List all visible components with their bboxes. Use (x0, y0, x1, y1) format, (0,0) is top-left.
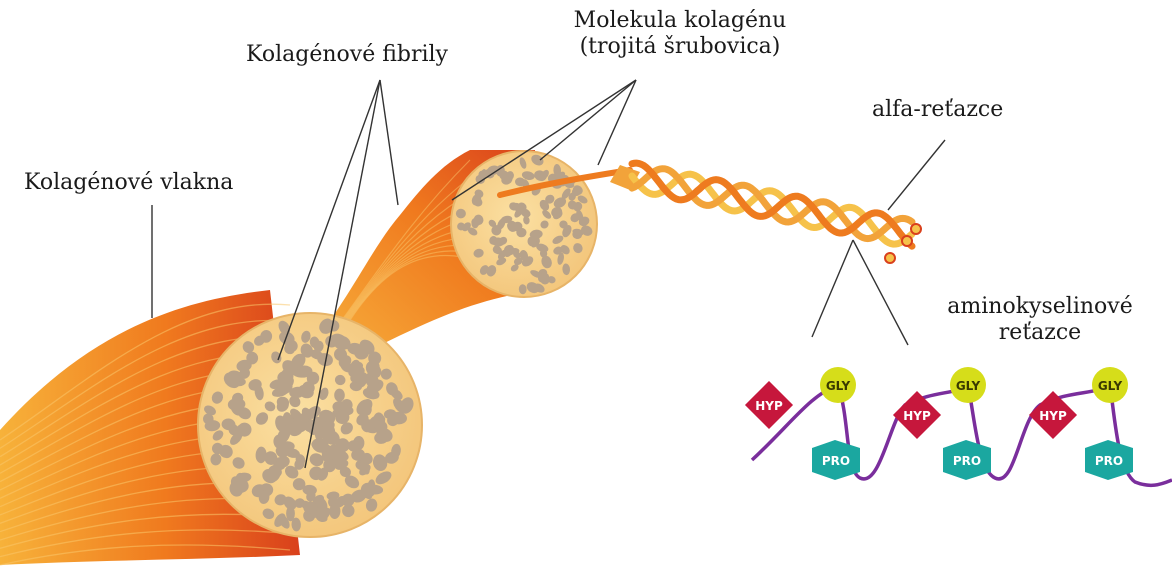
label-collagen-fibers: Kolagénové vlakna (24, 170, 233, 196)
gly-residue: GLY (1092, 367, 1128, 403)
label-amino-line2: reťazce (915, 320, 1165, 346)
label-alpha-chains: alfa-reťazce (872, 97, 1003, 123)
gly-residue: GLY (820, 367, 856, 403)
leader-alpha (888, 140, 945, 210)
fibril-cross-section (451, 151, 597, 297)
gly-label: GLY (956, 379, 981, 393)
gly-label: GLY (826, 379, 851, 393)
gly-residue: GLY (950, 367, 986, 403)
leader-amino-2 (853, 240, 908, 345)
pro-residue: PRO (1085, 440, 1133, 480)
fiber-cross-section (198, 313, 422, 537)
label-collagen-molecule: Molekula kolagénu (trojitá šrubovica) (540, 8, 820, 60)
leader-amino-1 (812, 240, 853, 337)
leader-fibrils-3 (380, 80, 398, 205)
gly-label: GLY (1098, 379, 1123, 393)
label-collagen-fibrils: Kolagénové fibrily (246, 42, 448, 68)
hyp-label: HYP (1039, 409, 1067, 423)
hyp-residue: HYP (745, 381, 793, 429)
label-amino-chains: aminokyselinové reťazce (915, 294, 1165, 346)
hyp-label: HYP (903, 409, 931, 423)
label-amino-line1: aminokyselinové (915, 294, 1165, 320)
pro-label: PRO (953, 454, 981, 468)
label-molecule-line2: (trojitá šrubovica) (540, 34, 820, 60)
label-molecule-line1: Molekula kolagénu (540, 8, 820, 34)
hyp-residue: HYP (1029, 391, 1077, 439)
hyp-label: HYP (755, 399, 783, 413)
pro-label: PRO (1095, 454, 1123, 468)
pro-residue: PRO (943, 440, 991, 480)
amino-acid-chain: HYP GLY PRO HYP GLY PRO HYP GLY (745, 367, 1172, 485)
leader-molecule-2 (540, 80, 636, 160)
pro-residue: PRO (812, 440, 860, 480)
hyp-residue: HYP (893, 391, 941, 439)
pro-label: PRO (822, 454, 850, 468)
